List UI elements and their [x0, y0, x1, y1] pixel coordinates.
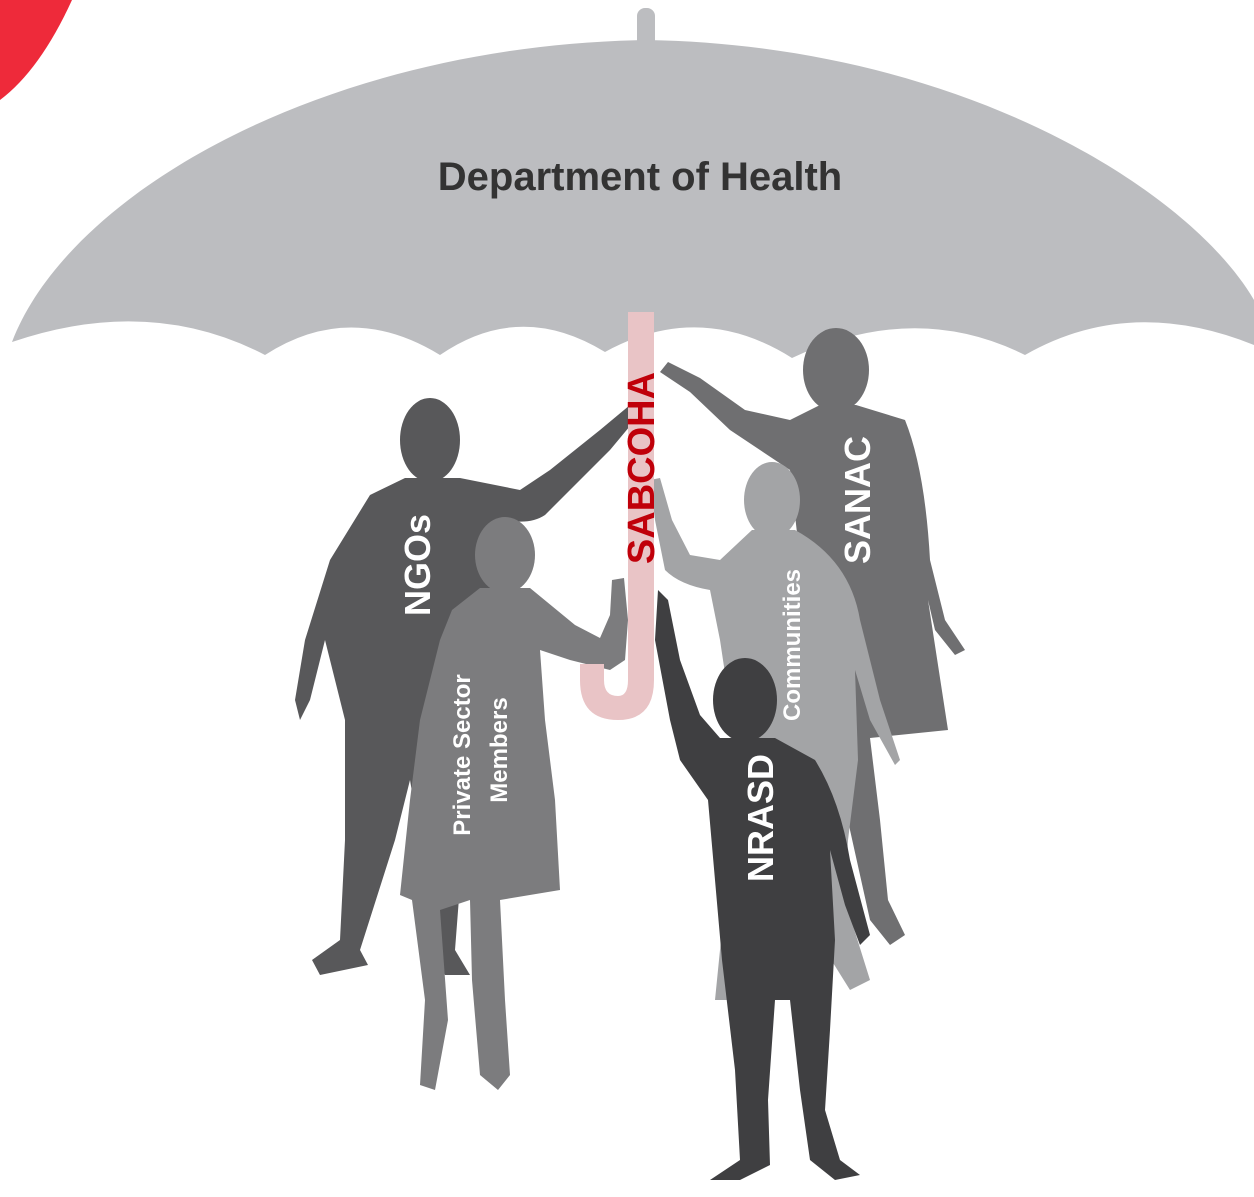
label-communities: Communities	[779, 569, 806, 721]
label-ngos: NGOs	[397, 514, 438, 616]
umbrella-canopy	[12, 40, 1254, 358]
label-nrasd: NRASD	[740, 754, 781, 882]
umbrella-handle	[580, 312, 654, 720]
umbrella-label: Department of Health	[438, 155, 843, 199]
umbrella-tip	[637, 8, 655, 48]
label-sanac: SANAC	[837, 436, 878, 564]
handle-label: SABCOHA	[621, 372, 663, 564]
figure-private-sector	[400, 517, 628, 1090]
figure-nrasd	[655, 590, 870, 1180]
label-private-sector-line1: Private Sector	[449, 674, 476, 835]
label-private-sector-line2: Members	[486, 697, 513, 802]
corner-accent	[0, 0, 72, 100]
